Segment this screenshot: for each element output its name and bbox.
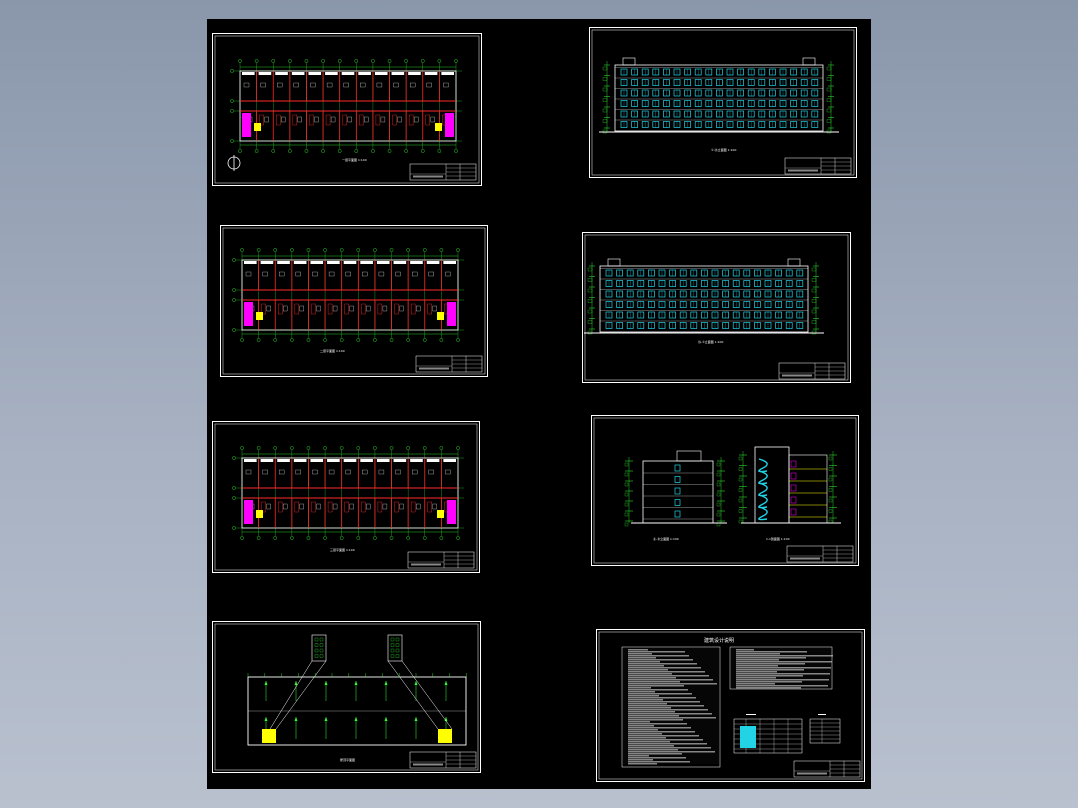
- section-body: [738, 446, 841, 524]
- elevation-body: [599, 57, 839, 134]
- north-arrow-icon: [227, 155, 241, 171]
- elevation-rear-drawing: ⑬-①立面图 1:100: [582, 232, 851, 383]
- plan-caption: 一层平面图 1:100: [342, 157, 367, 162]
- title-block: [409, 163, 477, 181]
- notes-body: [621, 646, 841, 768]
- roof-plan-body: [247, 634, 467, 746]
- title-block: [784, 157, 852, 175]
- floor-plan-body: [232, 446, 464, 540]
- title-block: [407, 551, 475, 569]
- drawing-canvas[interactable]: 一层平面图 1:100 ①-⑬立面图 1:100 二层平面图 1:100 ⑬: [207, 19, 871, 789]
- title-block: [778, 362, 846, 380]
- side-elevation-caption: Ⓐ-Ⓓ立面图 1:100: [653, 536, 679, 541]
- floor-plan-body: [232, 248, 464, 342]
- sheet-side-elevation-section[interactable]: Ⓐ-Ⓓ立面图 1:100 1-1剖面图 1:100: [591, 415, 859, 566]
- elevation-body: [584, 258, 824, 335]
- title-block: [415, 355, 483, 373]
- roof-plan-caption: 屋顶平面图: [340, 757, 355, 762]
- elevation-front-drawing: ①-⑬立面图 1:100: [589, 27, 857, 178]
- sheet-floor-plan-2[interactable]: 二层平面图 1:100: [220, 225, 488, 377]
- sheet-design-notes[interactable]: 建筑设计说明: [596, 629, 865, 782]
- plan-caption: 二层平面图 1:100: [320, 348, 345, 353]
- sheet-roof-plan[interactable]: 屋顶平面图: [212, 621, 481, 773]
- sheet-floor-plan-1[interactable]: 一层平面图 1:100: [212, 33, 482, 186]
- sheet-elevation-rear[interactable]: ⑬-①立面图 1:100: [582, 232, 851, 383]
- title-block: [786, 545, 854, 563]
- elevation-caption: ⑬-①立面图 1:100: [698, 339, 723, 344]
- design-notes-drawing: 建筑设计说明: [596, 629, 865, 782]
- side-elevation-drawing: Ⓐ-Ⓓ立面图 1:100 1-1剖面图 1:100: [591, 415, 859, 566]
- elevation-caption: ①-⑬立面图 1:100: [711, 147, 736, 152]
- notes-heading: 建筑设计说明: [704, 637, 734, 644]
- floor-plan-body: [230, 59, 462, 153]
- plan-caption: 三层平面图 1:100: [330, 547, 355, 552]
- section-caption: 1-1剖面图 1:100: [766, 536, 790, 541]
- floor-plan-1-drawing: 一层平面图 1:100: [212, 33, 482, 186]
- side-elevation-body: [624, 450, 727, 527]
- title-block: [793, 760, 861, 778]
- title-block: [409, 751, 477, 769]
- sheet-floor-plan-3[interactable]: 三层平面图 1:100: [212, 421, 480, 573]
- floor-plan-3-drawing: 三层平面图 1:100: [212, 421, 480, 573]
- sheet-elevation-front[interactable]: ①-⑬立面图 1:100: [589, 27, 857, 178]
- roof-plan-drawing: 屋顶平面图: [212, 621, 481, 773]
- floor-plan-2-drawing: 二层平面图 1:100: [220, 225, 488, 377]
